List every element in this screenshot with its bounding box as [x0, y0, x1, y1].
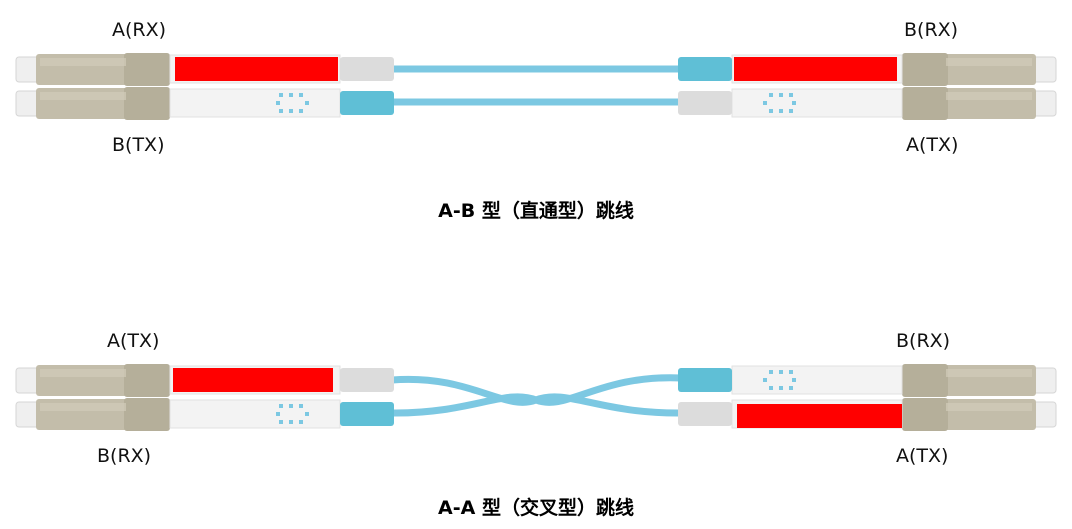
ab-right-bottom-label: A(TX) [906, 134, 958, 156]
ab-right-top-label: B(RX) [904, 19, 958, 41]
ab-left-clip-icon [276, 93, 309, 113]
ab-right-connector [678, 53, 1057, 120]
aa-left-top-label: A(TX) [107, 330, 159, 352]
ab-left-connector [15, 53, 394, 120]
aa-left-clip-icon [276, 404, 309, 424]
aa-left-red-marker [173, 368, 333, 392]
aa-left-bottom-label: B(RX) [97, 445, 151, 467]
ab-left-top-label: A(RX) [112, 19, 166, 41]
aa-left-connector [15, 364, 394, 431]
aa-right-bottom-label: A(TX) [896, 445, 948, 467]
aa-crossover-cable: A(TX) B(RX) B(RX) A(TX) A-A 型（交叉型）跳线 [15, 330, 1057, 519]
ab-left-bottom-label: B(TX) [112, 134, 164, 156]
aa-right-top-label: B(RX) [896, 330, 950, 352]
aa-right-connector [678, 364, 1057, 431]
aa-caption: A-A 型（交叉型）跳线 [438, 496, 634, 519]
ab-left-red-marker [175, 57, 338, 81]
ab-straight-through-cable: A(RX) B(TX) B(RX) A(TX) A-B 型（直通型）跳线 [15, 19, 1057, 222]
ab-caption: A-B 型（直通型）跳线 [438, 199, 634, 222]
aa-fiber-cross-2 [388, 374, 686, 417]
